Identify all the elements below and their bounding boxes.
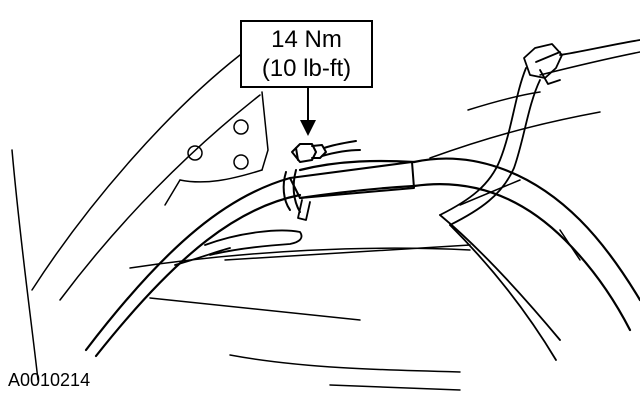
- fastener-nut: [291, 140, 361, 163]
- torque-imperial-value: (10 lb-ft): [261, 55, 352, 82]
- bolt-hole-lower: [233, 154, 249, 170]
- mounting-bracket: [164, 91, 269, 206]
- bolt-hole-middle: [187, 145, 203, 161]
- left-panel-edges: [11, 54, 261, 381]
- bolt-hole-upper: [233, 119, 249, 135]
- sleeve-bracket: [174, 199, 311, 266]
- torque-metric-value: 14 Nm: [271, 25, 342, 53]
- figure-id: A0010214: [8, 370, 91, 390]
- upper-tube: [439, 67, 561, 361]
- main-cable: [84, 157, 640, 358]
- cable-sleeve: [282, 161, 415, 213]
- torque-spec-callout: 14 Nm (10 lb-ft): [240, 20, 373, 88]
- torque-leader-arrow: [300, 87, 316, 136]
- line-retaining-clip: [523, 39, 640, 85]
